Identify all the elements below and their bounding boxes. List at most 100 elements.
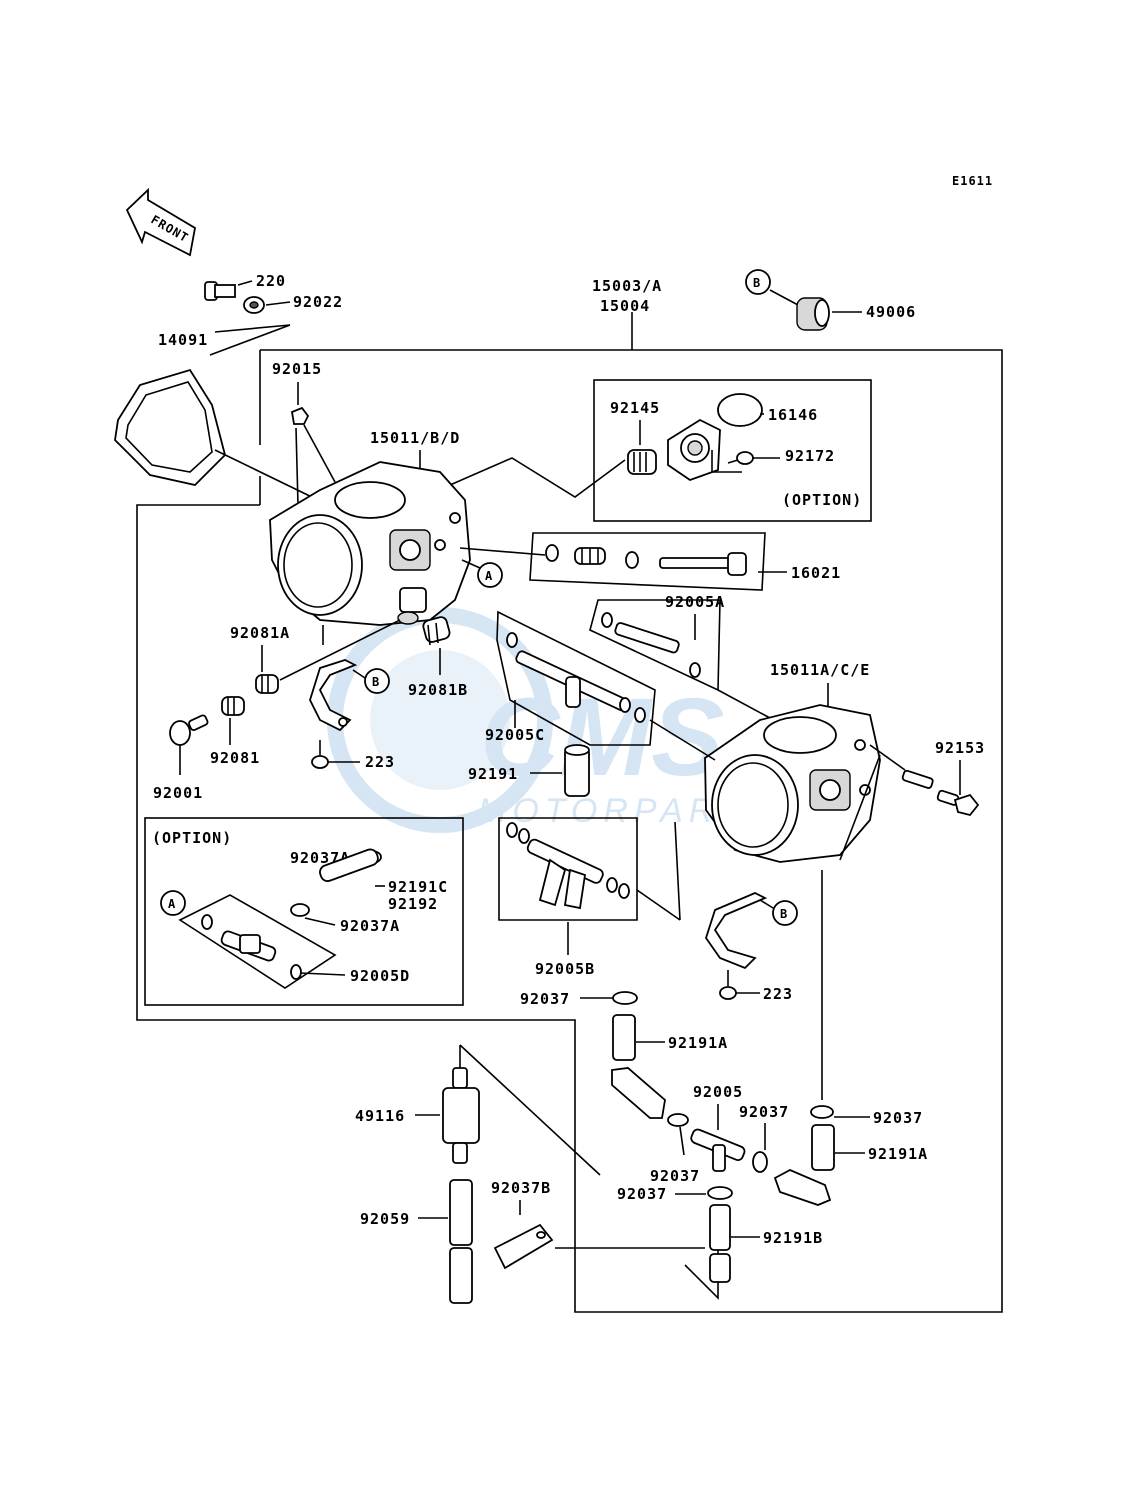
label-223-right: 223	[763, 985, 793, 1003]
label-223-left: 223	[365, 753, 395, 771]
clamp-92037-lower-left	[667, 1113, 689, 1127]
screw-92172	[727, 451, 754, 465]
label-92037a-2: 92037A	[340, 917, 400, 935]
label-92059: 92059	[360, 1210, 410, 1228]
label-92191: 92191	[468, 765, 518, 783]
filter-49116	[442, 1067, 480, 1164]
spring-92081a	[255, 674, 279, 694]
label-92145: 92145	[610, 399, 660, 417]
label-15011bd: 15011/B/D	[370, 429, 460, 447]
ref-a-letter-option: A	[168, 897, 176, 911]
option-box-bottom	[144, 817, 464, 1006]
clip-92037b	[493, 1223, 554, 1270]
label-92015: 92015	[272, 360, 322, 378]
clamp-92037a-2	[290, 903, 310, 917]
ref-b-letter-right: B	[780, 907, 788, 921]
washer-92022	[243, 296, 265, 314]
assembly-outline	[136, 349, 1003, 1313]
clamp-92037-lower-right	[752, 1151, 768, 1173]
label-92191c: 92191C	[388, 878, 448, 896]
label-15003a: 15003/A	[592, 277, 662, 295]
label-92005c: 92005C	[485, 726, 545, 744]
option-label-top: (OPTION)	[782, 491, 862, 509]
label-92022: 92022	[293, 293, 343, 311]
hose-92191b	[709, 1204, 731, 1283]
spring-92081	[221, 696, 245, 716]
pipe-92005a	[601, 612, 701, 678]
tee-92005	[690, 1128, 746, 1172]
label-92153: 92153	[935, 739, 985, 757]
ref-a-marker	[477, 562, 503, 588]
bolt-92153	[901, 769, 980, 817]
label-92037-4: 92037	[873, 1109, 923, 1127]
screw-223-right	[719, 970, 737, 1000]
diagram-id: E1611	[952, 174, 993, 188]
clamp-92037-right	[810, 1105, 834, 1119]
label-49116: 49116	[355, 1107, 405, 1125]
label-92081a: 92081A	[230, 624, 290, 642]
label-16146: 16146	[768, 406, 818, 424]
bolt-220	[204, 281, 236, 301]
label-92005d: 92005D	[350, 967, 410, 985]
bracket-right	[705, 892, 768, 970]
hose-92191c	[319, 848, 379, 882]
tee-92005d	[201, 914, 302, 980]
label-92081: 92081	[210, 749, 260, 767]
ref-a-marker-option	[160, 890, 186, 916]
label-92172: 92172	[785, 447, 835, 465]
label-92037-1: 92037	[520, 990, 570, 1008]
label-92037-3: 92037	[650, 1167, 700, 1185]
carburetor-right	[704, 704, 881, 863]
spring-92145	[627, 449, 657, 475]
hose-92191a-2	[773, 1124, 835, 1206]
label-92191a-1: 92191A	[668, 1034, 728, 1052]
spring-92081b	[422, 616, 451, 646]
label-92191a-2: 92191A	[868, 1145, 928, 1163]
cover-16146	[667, 393, 763, 482]
label-92037b: 92037B	[491, 1179, 551, 1197]
screw-92001	[169, 714, 209, 746]
box-92005b	[498, 817, 638, 921]
label-92037-2: 92037	[739, 1103, 789, 1121]
label-15011ace: 15011A/C/E	[770, 661, 870, 679]
ref-b-letter-left: B	[372, 675, 380, 689]
box-16021	[529, 532, 766, 591]
ref-a-letter: A	[485, 569, 493, 583]
label-92081b: 92081B	[408, 681, 468, 699]
tee-92005c	[506, 632, 646, 723]
label-220: 220	[256, 272, 286, 290]
hose-92191a-1	[611, 1014, 666, 1119]
hose-92059	[449, 1179, 473, 1304]
option-box-top	[593, 379, 872, 522]
label-49006: 49006	[866, 303, 916, 321]
ref-b-marker-right	[772, 900, 798, 926]
label-92005: 92005	[693, 1083, 743, 1101]
nut-92015	[290, 406, 310, 425]
clamp-92037-1	[612, 991, 638, 1005]
clamp-92037-center	[707, 1186, 733, 1200]
pilot-screw-16021	[545, 544, 747, 576]
ref-b-letter: B	[753, 276, 761, 290]
label-92005b: 92005B	[535, 960, 595, 978]
hose-92191	[564, 744, 590, 797]
option-label-bottom: (OPTION)	[152, 829, 232, 847]
screw-223-left	[311, 740, 329, 769]
label-92005a: 92005A	[665, 593, 725, 611]
label-92001: 92001	[153, 784, 203, 802]
tee-92005b	[506, 822, 630, 910]
box-92005c	[496, 610, 656, 746]
front-arrow-icon: FRONT	[125, 187, 196, 257]
ref-b-marker	[745, 269, 771, 295]
cover-14091	[114, 368, 227, 486]
bracket-left	[309, 659, 358, 732]
label-16021: 16021	[791, 564, 841, 582]
carburetor-left	[269, 461, 471, 626]
label-92037-5: 92037	[617, 1185, 667, 1203]
label-92191b: 92191B	[763, 1229, 823, 1247]
ref-b-marker-left	[364, 668, 390, 694]
label-15004: 15004	[600, 297, 650, 315]
box-92005d	[178, 894, 337, 989]
grommet-49006	[796, 297, 830, 331]
label-92192: 92192	[388, 895, 438, 913]
